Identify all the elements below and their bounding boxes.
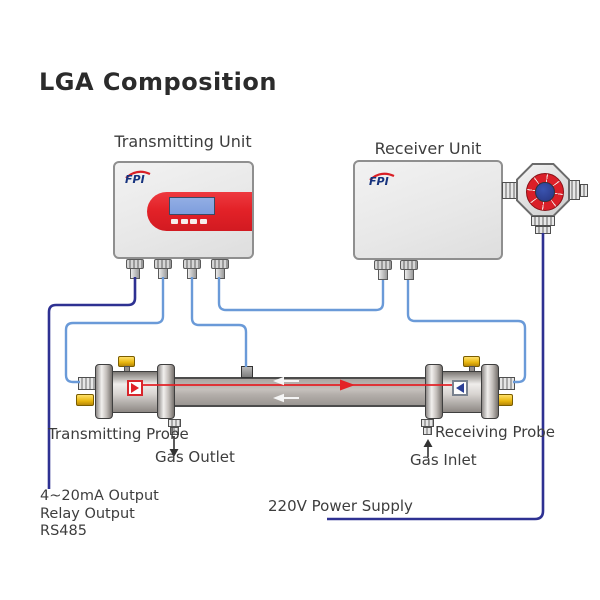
wire-pipe-sensor: [190, 277, 248, 367]
wire-transmitter-receiver-link: [217, 277, 385, 312]
detector-housing: [518, 165, 568, 215]
gas-pipe: [174, 377, 427, 407]
laser-detector-icon: [456, 383, 464, 393]
wire-receiving-probe: [406, 280, 527, 384]
panel-button: [171, 219, 178, 224]
output-line: RS485: [40, 523, 87, 539]
gas-inlet-fitting: [423, 427, 432, 435]
diagram-title: LGA Composition: [39, 68, 277, 96]
transmitting-unit-box: FPI: [113, 161, 254, 259]
laser-beam-arrow: [340, 379, 355, 391]
gas-outlet-arrowhead: [169, 449, 179, 457]
fpi-swoosh: [369, 172, 395, 181]
laser-detector: [452, 380, 468, 396]
cable-gland: [374, 260, 392, 280]
gas-inlet-label: Gas Inlet: [410, 451, 477, 469]
detector-lens: [535, 182, 555, 202]
probe-flange: [157, 364, 175, 419]
fpi-logo-icon: FPI: [369, 172, 395, 188]
transmitting-probe-label: Transmitting Probe: [48, 425, 189, 443]
fpi-logo-icon: FPI: [125, 170, 151, 186]
output-signals-block: 4~20mA Output Relay Output RS485: [40, 488, 159, 541]
gas-inlet-fitting: [421, 419, 434, 427]
fpi-swoosh: [125, 170, 151, 179]
cable-gland: [400, 260, 418, 280]
panel-button: [180, 219, 188, 224]
transmitting-unit-label: Transmitting Unit: [114, 132, 252, 151]
output-line: Relay Output: [40, 505, 135, 522]
gas-outlet-label: Gas Outlet: [155, 448, 235, 466]
output-line: 4~20mA Output: [40, 488, 159, 504]
receiving-probe-label: Receiving Probe: [435, 423, 556, 441]
laser-emitter: [127, 380, 143, 396]
wire-signal-output: [47, 277, 137, 489]
gas-flow-arrowhead: [273, 376, 284, 386]
gas-flow-arrowhead: [273, 393, 284, 403]
lcd-screen: [169, 197, 215, 215]
purge-valve: [76, 394, 94, 406]
power-supply-label: 220V Power Supply: [268, 497, 413, 515]
receiver-unit-box: FPI: [353, 160, 503, 260]
cable-gland: [211, 259, 229, 279]
probe-flange: [95, 364, 113, 419]
wire-transmitting-probe: [64, 277, 165, 384]
probe-flange: [481, 364, 499, 419]
receiver-unit-label: Receiver Unit: [374, 139, 482, 158]
gas-outlet-fitting: [170, 427, 179, 435]
fpi-logo-text: FPI: [125, 173, 145, 186]
detector-bottom-gland: [531, 216, 555, 226]
laser-emitter-icon: [131, 383, 139, 393]
fpi-logo-text: FPI: [369, 175, 389, 188]
probe-flange: [425, 364, 443, 419]
explosion-proof-detector: [516, 163, 570, 217]
panel-button: [199, 219, 207, 224]
probe-fitting: [499, 377, 515, 390]
panel-button: [190, 219, 197, 224]
detector-right-connector-tip: [580, 184, 588, 197]
gas-inlet-arrowhead: [423, 439, 433, 447]
display-panel: [147, 192, 252, 231]
gas-outlet-fitting: [168, 419, 181, 427]
wire-power-supply: [327, 233, 545, 521]
